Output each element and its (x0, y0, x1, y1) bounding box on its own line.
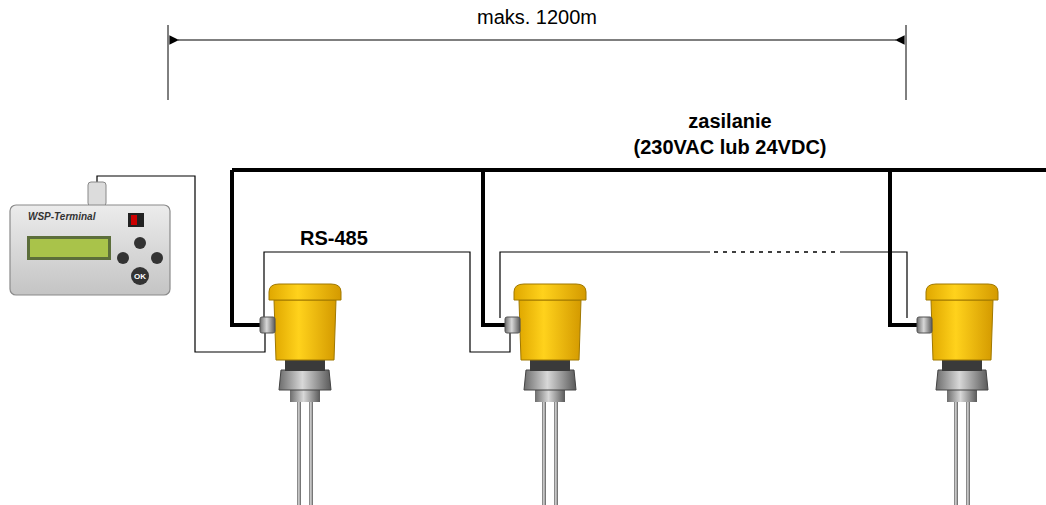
terminal-device: WSP-Terminal (10, 205, 170, 295)
power-drop (483, 170, 507, 325)
power-bus (232, 168, 1046, 172)
rs485-continuation (714, 251, 838, 253)
level-sensor (917, 284, 998, 505)
bus-label: RS-485 (300, 227, 368, 249)
switch-rocker (131, 215, 137, 225)
dimension-tick (906, 25, 907, 100)
power-drop (890, 170, 919, 325)
arrow-button (134, 237, 146, 249)
terminal-housing (10, 205, 170, 295)
power-spec-label: (230VAC lub 24VDC) (633, 136, 826, 158)
dimension-line (178, 39, 896, 40)
level-sensor (505, 284, 586, 505)
cable-gland (88, 182, 106, 206)
power-label: zasilanie (688, 110, 771, 132)
rs485-wire (840, 252, 907, 318)
lcd-frame (27, 236, 111, 260)
lcd-screen (30, 239, 108, 257)
level-sensor (260, 284, 341, 505)
power-drop (232, 170, 262, 325)
arrow-button (117, 252, 129, 264)
dimension-tick (168, 25, 169, 100)
power-switch (128, 213, 144, 227)
device-name: WSP-Terminal (28, 211, 95, 223)
arrow-button (151, 252, 163, 264)
dimension-label: maks. 1200m (477, 6, 597, 28)
button-label: OK (134, 272, 146, 281)
ok-button (131, 267, 149, 285)
